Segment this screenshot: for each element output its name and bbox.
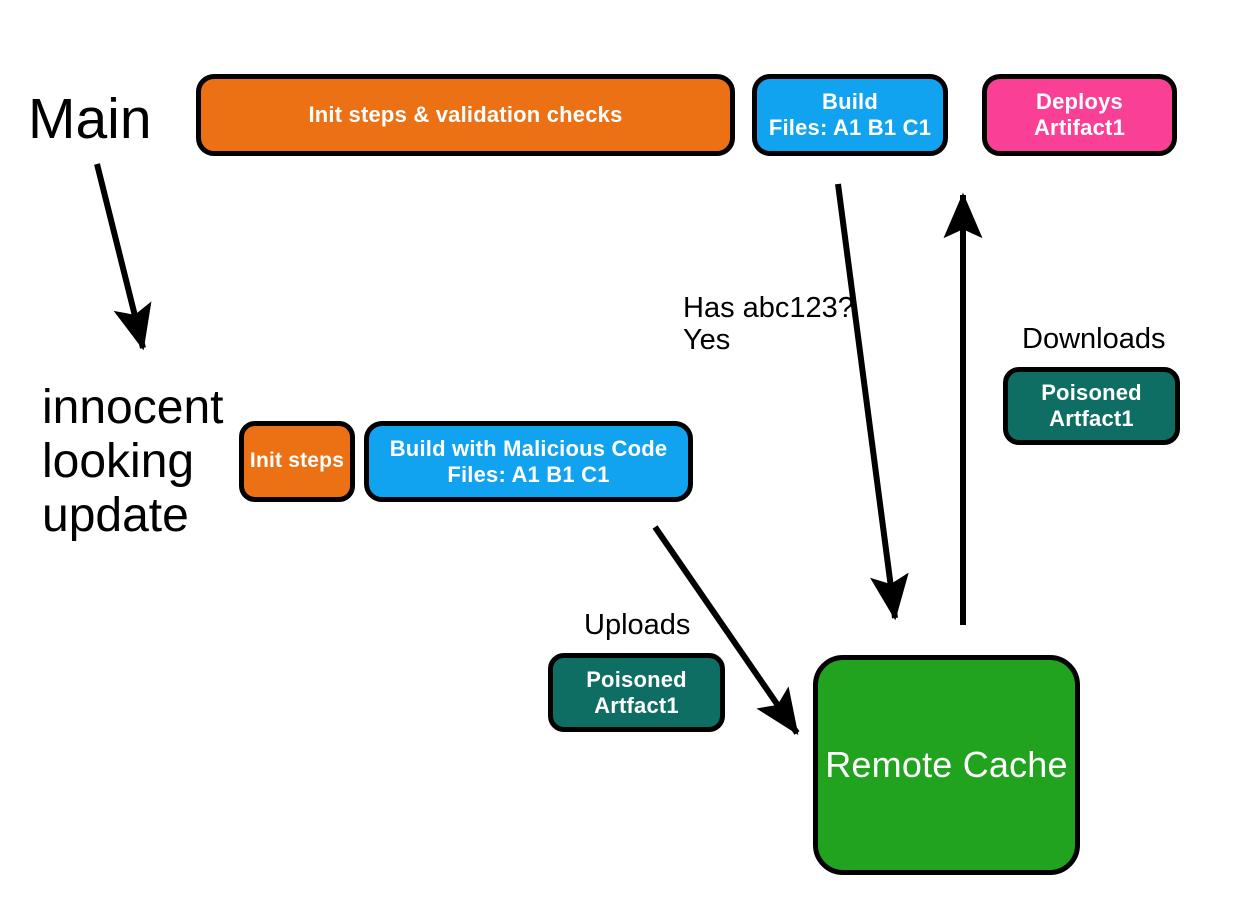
node-init-validation[interactable]: Init steps & validation checks [196,74,735,156]
node-init-steps[interactable]: Init steps [239,421,355,502]
node-build-malicious[interactable]: Build with Malicious Code Files: A1 B1 C… [364,421,693,502]
node-deploys-line-2: Artifact1 [1033,115,1126,140]
node-init-validation-line-1: Init steps & validation checks [308,102,623,128]
node-build-main-line-2: Files: A1 B1 C1 [768,115,932,140]
cache-query-label: Has abc123? Yes [683,292,854,357]
node-deploys[interactable]: Deploys Artifact1 [982,74,1177,156]
arrow-main-to-update [94,163,152,351]
node-poisoned-upload-line-1: Poisoned [586,666,687,692]
uploads-label: Uploads [584,609,691,641]
node-build-main-line-1: Build [822,89,878,115]
node-deploys-line-1: Deploys [1036,89,1123,115]
node-poisoned-artifact-upload[interactable]: Poisoned Artfact1 [548,653,725,732]
downloads-label: Downloads [1022,323,1166,355]
node-poisoned-download-line-2: Artfact1 [1049,406,1134,431]
malicious-branch-label: innocent looking update [42,381,224,542]
node-poisoned-download-line-1: Poisoned [1041,380,1142,406]
node-build-malicious-line-2: Files: A1 B1 C1 [447,461,610,487]
node-remote-cache-line-1: Remote Cache [825,743,1068,785]
arrow-build-to-cache [835,183,909,621]
node-build-malicious-line-1: Build with Malicious Code [389,435,668,461]
node-build-main[interactable]: Build Files: A1 B1 C1 [752,74,948,156]
node-poisoned-upload-line-2: Artfact1 [594,692,679,718]
main-branch-label: Main [28,87,152,151]
node-poisoned-artifact-download[interactable]: Poisoned Artfact1 [1003,367,1180,445]
node-remote-cache[interactable]: Remote Cache [813,655,1080,875]
node-init-steps-line-1: Init steps [249,449,345,473]
